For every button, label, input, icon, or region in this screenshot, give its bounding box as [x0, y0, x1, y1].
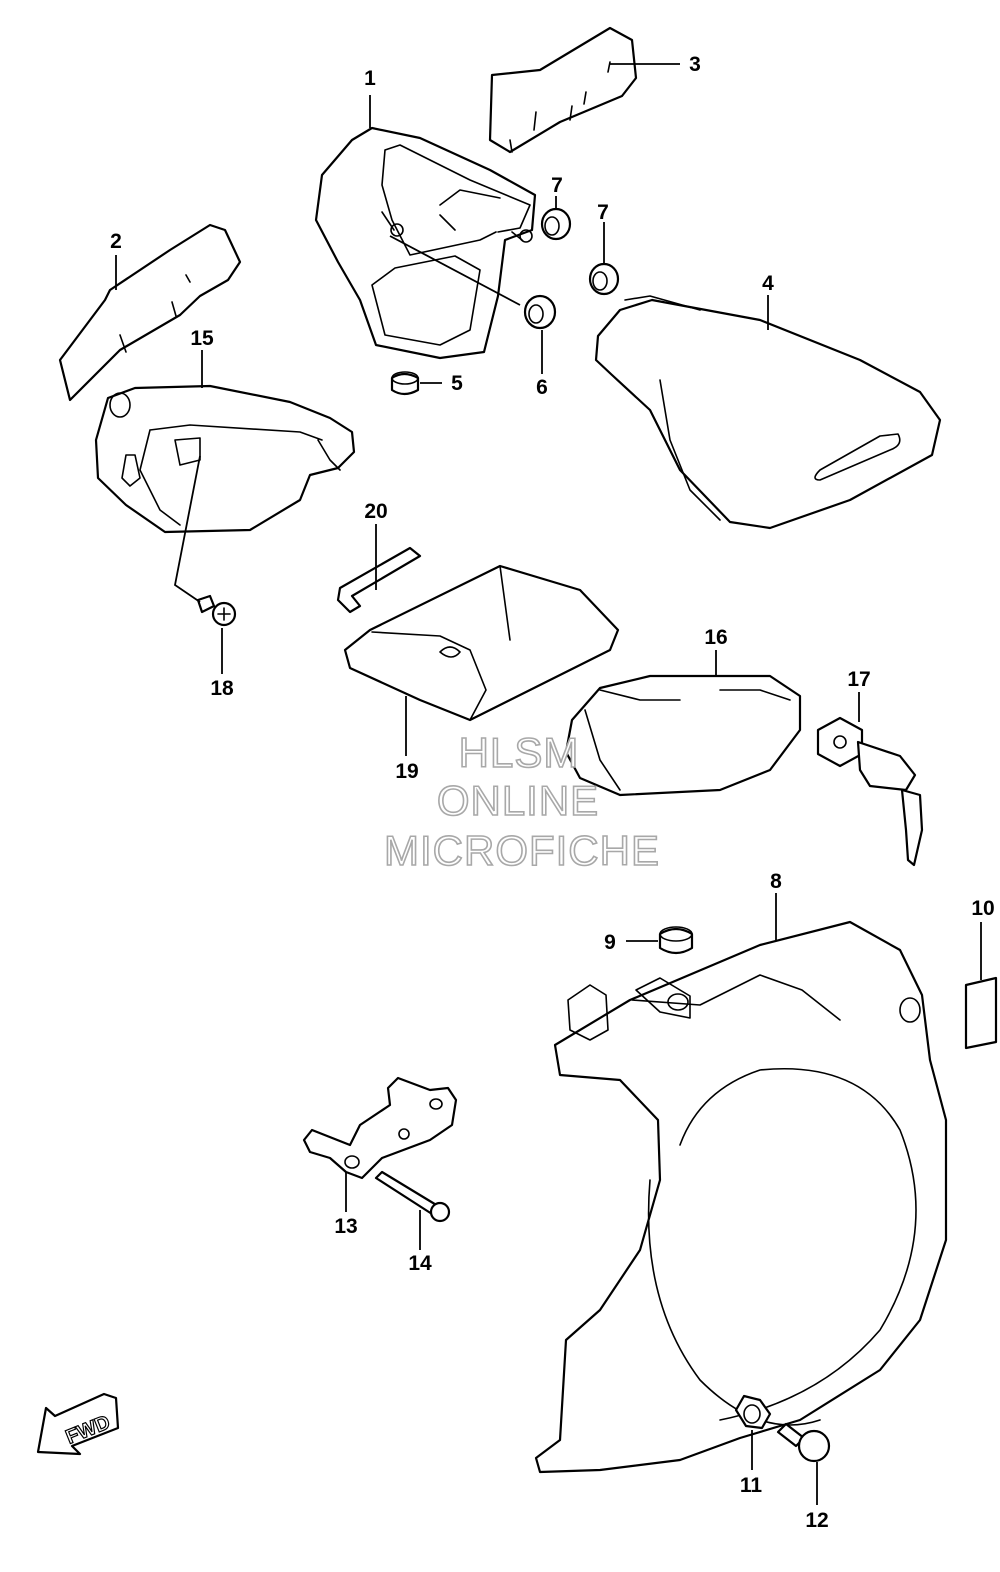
watermark-line-2: ONLINE [437, 777, 599, 824]
callout-15: 15 [190, 327, 214, 350]
fwd-arrow-icon: FWD [36, 1392, 120, 1456]
callout-5: 5 [451, 372, 463, 395]
callout-19: 19 [395, 760, 418, 783]
callout-9: 9 [604, 931, 616, 954]
callout-7-left: 7 [551, 174, 563, 197]
part-11-grommet[interactable] [734, 1394, 772, 1430]
callout-11: 11 [740, 1474, 763, 1497]
part-2-shield[interactable] [58, 223, 242, 402]
part-9-grommet[interactable] [658, 926, 694, 955]
callout-13: 13 [334, 1215, 357, 1238]
part-10-label[interactable] [964, 976, 998, 1050]
part-13-bracket[interactable] [302, 1076, 458, 1180]
callout-1: 1 [364, 67, 376, 90]
part-16-housing[interactable] [564, 674, 802, 797]
part-19-tray[interactable] [343, 564, 620, 722]
part-17-key-lock[interactable] [816, 716, 924, 867]
part-15-bracket[interactable] [94, 384, 356, 534]
callout-18: 18 [210, 677, 234, 700]
part-8-case[interactable] [534, 920, 948, 1474]
leader-lines [115, 63, 982, 1505]
callout-numbers: 1 2 3 4 5 6 7 7 8 9 10 11 12 13 14 15 16… [110, 53, 995, 1532]
part-14-bolt[interactable] [374, 1170, 451, 1223]
part-1-inner-cover[interactable] [314, 126, 537, 360]
part-4-side-cover[interactable] [594, 295, 942, 530]
callout-17: 17 [847, 668, 870, 691]
callout-12: 12 [805, 1509, 828, 1532]
part-12-screw[interactable] [776, 1422, 831, 1463]
callout-10: 10 [971, 897, 994, 920]
watermark-line-3: MICROFICHE [384, 827, 660, 874]
callout-4: 4 [762, 272, 774, 295]
part-18-screw[interactable] [196, 594, 237, 627]
callout-2: 2 [110, 230, 122, 253]
part-3-shield[interactable] [488, 26, 638, 154]
callout-6: 6 [536, 376, 548, 399]
callout-3: 3 [689, 53, 701, 76]
callout-7-right: 7 [597, 201, 609, 224]
callout-16: 16 [704, 626, 727, 649]
watermark-line-1: HLSM [459, 729, 580, 776]
part-7-grommet-left[interactable] [540, 207, 572, 241]
watermark: HLSM ONLINE MICROFICHE [383, 728, 660, 875]
part-5-damper[interactable] [390, 371, 420, 396]
part-20-pin[interactable] [336, 546, 422, 614]
callout-20: 20 [364, 500, 387, 523]
callout-8: 8 [770, 870, 782, 893]
part-7-grommet-right[interactable] [588, 262, 620, 296]
callout-14: 14 [408, 1252, 432, 1275]
part-6-grommet[interactable] [523, 294, 557, 330]
